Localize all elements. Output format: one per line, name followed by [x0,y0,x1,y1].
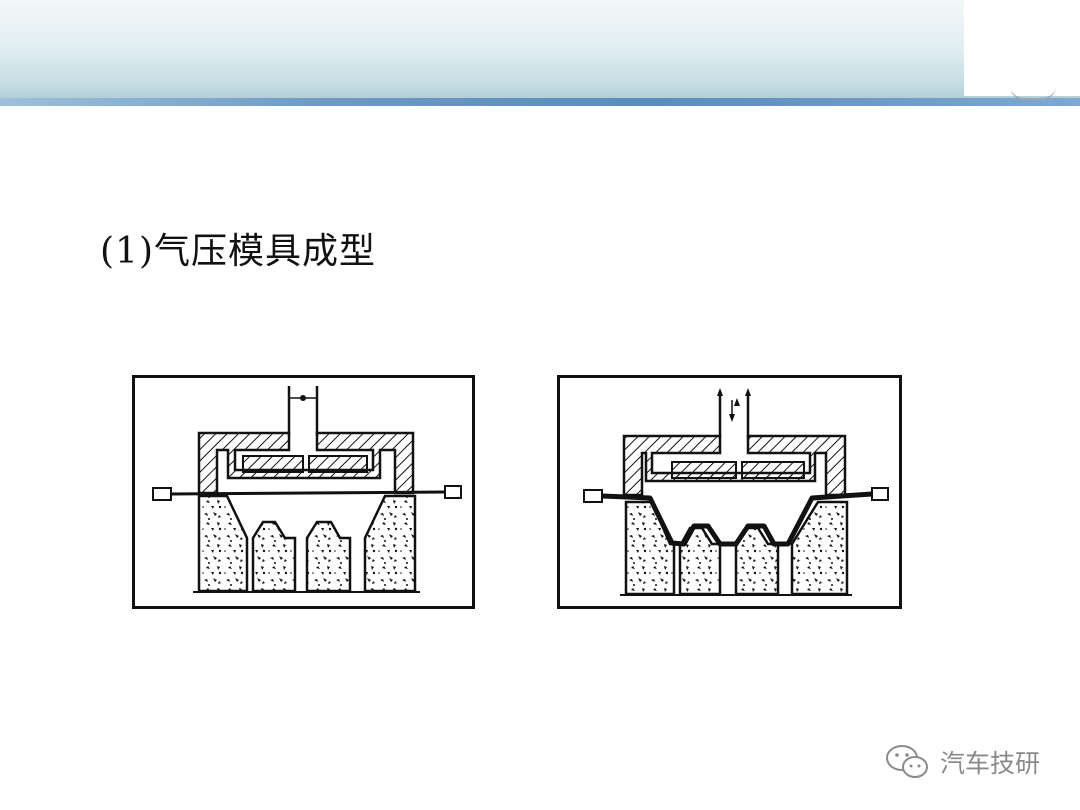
sheet-clamp [152,485,462,501]
air-pipe [717,388,751,438]
air-pipe [287,386,319,436]
clamp-right [871,487,889,501]
clamp-left [583,489,603,503]
lower-mold [197,494,417,593]
watermark-text: 汽车技研 [940,749,1041,778]
mold-diagram-right [583,388,889,596]
platen-block-right [308,455,368,473]
down-arrow-icon [729,414,735,422]
header-rule [0,98,1080,106]
platen-block-left [671,461,737,479]
platen-block-left [242,455,304,473]
watermark: 汽车技研 [884,742,1040,782]
slide-title: (1)气压模具成型 [100,231,376,272]
upper-mold-housing [197,431,415,495]
header-corner-panel [964,0,1080,96]
mold-diagram-left [152,386,462,593]
up-arrow-icon [734,398,740,406]
header-band [0,0,1080,104]
diagram-after-forming [557,375,902,609]
corner-decoration [1010,86,1056,100]
formed-sheet [601,491,873,547]
diagram-before-forming [132,375,475,609]
wechat-icon [886,745,928,778]
platen-block-right [741,461,805,479]
